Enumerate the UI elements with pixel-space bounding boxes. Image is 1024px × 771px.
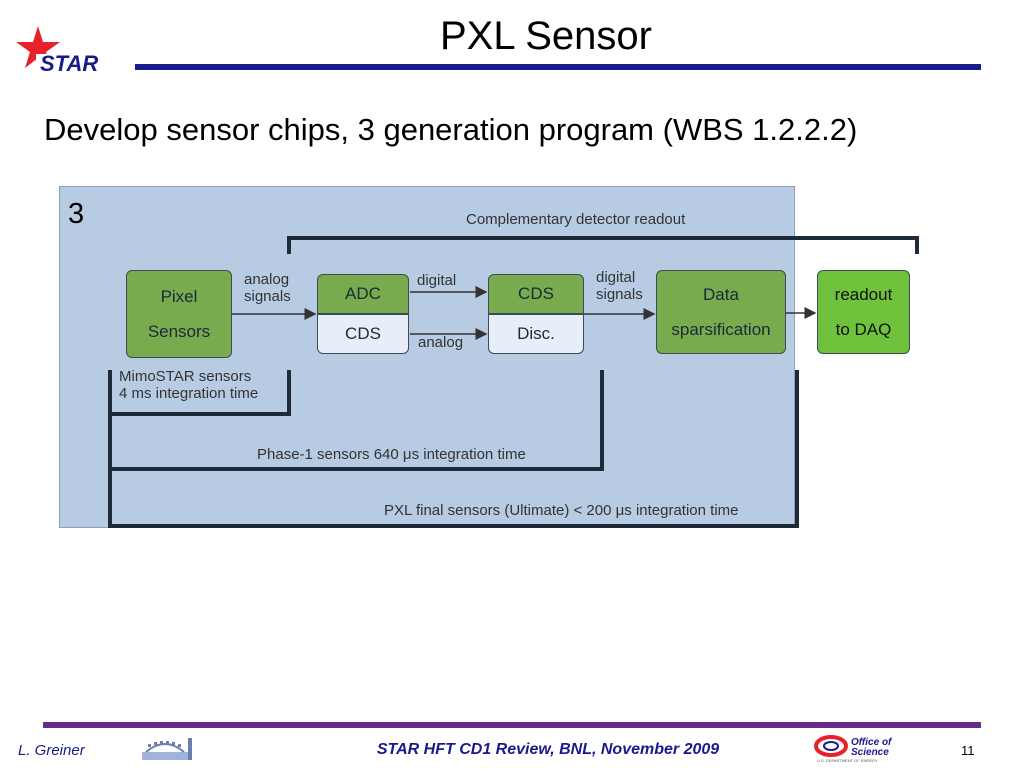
final-sensors-label: PXL final sensors (Ultimate) < 200 μs in…: [384, 502, 739, 519]
readout-to-daq-block: readout to DAQ: [817, 270, 910, 354]
digital-signals-label: digital signals: [596, 269, 643, 303]
digital-label: digital: [417, 272, 457, 289]
data-sparsification-line2: sparsification: [671, 320, 771, 339]
mimostar-line1: MimoSTAR sensors: [119, 368, 252, 385]
bracket-phase1: [108, 370, 604, 471]
analog-signals-line2: signals: [244, 288, 291, 305]
footer-divider: [43, 722, 981, 728]
mimostar-label: MimoSTAR sensors 4 ms integration time: [119, 368, 258, 402]
svg-text:Office of: Office of: [851, 737, 893, 748]
page-title: PXL Sensor: [440, 14, 652, 58]
page-number: 11: [961, 743, 975, 758]
footer-event: STAR HFT CD1 Review, BNL, November 2009: [376, 741, 720, 758]
analog-signals-label: analog signals: [244, 271, 291, 305]
doe-swirl-icon: [814, 735, 848, 757]
analog-signals-line1: analog: [244, 271, 290, 288]
generation-number: 3: [68, 198, 85, 230]
phase1-label: Phase-1 sensors 640 μs integration time: [257, 446, 526, 463]
subtitle: Develop sensor chips, 3 generation progr…: [44, 112, 858, 147]
office-of-science-logo: Office of Science U.S. DEPARTMENT OF ENE…: [813, 734, 913, 764]
data-sparsification-block: Data sparsification: [656, 270, 786, 354]
star-logo: STAR: [10, 20, 130, 80]
bnl-building-icon: [138, 732, 196, 766]
data-sparsification-line1: Data: [703, 285, 739, 304]
pixel-sensors-line2: Sensors: [147, 322, 211, 341]
cds-block-right: CDS: [488, 274, 584, 314]
digital-signals-line1: digital: [596, 269, 636, 286]
cds-block-left: CDS: [317, 314, 409, 354]
svg-text:Science: Science: [851, 747, 889, 758]
adc-block: ADC: [317, 274, 409, 314]
complementary-bracket: [287, 236, 919, 254]
star-icon: [16, 26, 60, 68]
readout-line1: readout: [834, 285, 893, 304]
analog-label: analog: [418, 334, 464, 351]
readout-line2: to DAQ: [835, 320, 892, 339]
disc-block: Disc.: [488, 314, 584, 354]
mimostar-line2: 4 ms integration time: [119, 385, 259, 402]
svg-text:U.S. DEPARTMENT OF ENERGY: U.S. DEPARTMENT OF ENERGY: [817, 758, 878, 763]
bracket-final: [108, 370, 799, 528]
pixel-sensors-line1: Pixel: [160, 287, 198, 306]
header-divider: [135, 64, 981, 70]
bracket-mimostar: [108, 370, 291, 416]
svg-text:STAR: STAR: [40, 51, 98, 76]
footer-author: L. Greiner: [18, 742, 85, 759]
complementary-label: Complementary detector readout: [466, 211, 686, 228]
digital-signals-line2: signals: [596, 286, 643, 303]
